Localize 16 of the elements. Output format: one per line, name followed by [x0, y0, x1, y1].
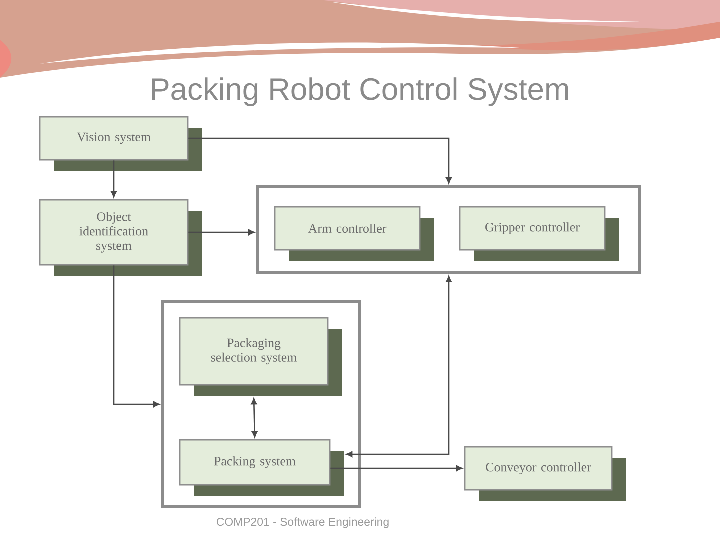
system-box: Object identification system [39, 199, 202, 276]
double-arrow [251, 398, 258, 438]
footer-text: COMP201 - Software Engineering [216, 518, 389, 528]
slide-title: Packing Robot Control System [152, 78, 568, 106]
system-box: Packing system [179, 439, 344, 496]
arrow [111, 160, 117, 198]
system-box: Vision system [39, 116, 202, 171]
system-box: Conveyor controller [464, 446, 626, 501]
system-box: Packaging selection system [179, 317, 342, 396]
arrow [330, 466, 463, 472]
arrow [188, 230, 255, 236]
system-box: Gripper controller [459, 206, 619, 261]
double-arrow [346, 276, 452, 458]
arrow [188, 138, 452, 184]
system-box: Arm controller [274, 206, 434, 261]
arrow [113, 266, 160, 408]
